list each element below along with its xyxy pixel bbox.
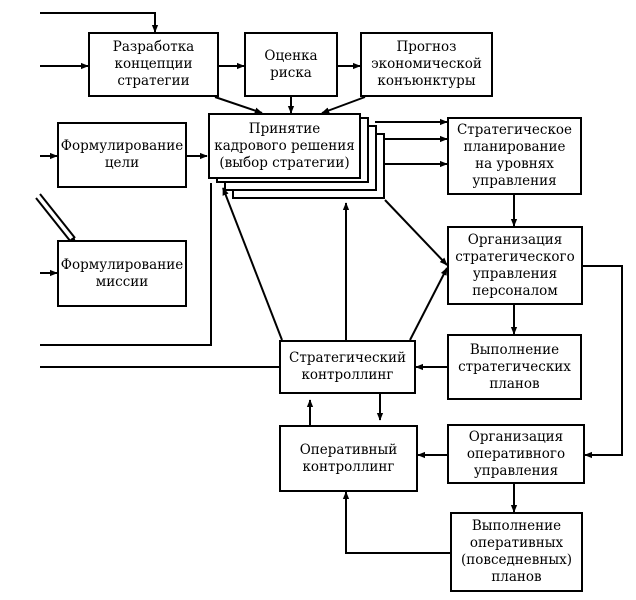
arrow-double-line-b [35, 197, 72, 243]
oper-control-label: Оперативный контроллинг [299, 441, 398, 475]
arrow-control-to-org-strategic [409, 267, 448, 341]
org-strategic-label: Организация стратегического управления п… [455, 231, 575, 299]
forecast-block: Прогноз экономической конъюнктуры [360, 32, 493, 97]
arrow-control-to-decision-left [222, 187, 283, 341]
exec-strategic-label: Выполнение стратегических планов [458, 341, 571, 392]
risk-block: Оценка риска [244, 32, 338, 97]
arrow-exec-operative-to-oper-control [342, 491, 450, 554]
mission-label: Формулирование миссии [60, 256, 184, 290]
exec-operative-block: Выполнение оперативных (повседневных) пл… [450, 512, 583, 592]
decision-block: Принятие кадрового решения (выбор страте… [208, 113, 361, 179]
goal-block: Формулирование цели [57, 122, 187, 188]
arrow-org-strategic-to-org-operative [583, 265, 623, 459]
arrow-forecast-to-decision [321, 96, 366, 114]
arrow-top-entry [40, 12, 159, 33]
mission-block: Формулирование миссии [57, 240, 187, 307]
planning-block: Стратегическое планирование на уровнях у… [447, 117, 582, 195]
strat-control-label: Стратегический контроллинг [289, 350, 406, 383]
org-operative-label: Организация оперативного управления [466, 428, 566, 479]
forecast-label: Прогноз экономической конъюнктуры [371, 39, 482, 89]
org-strategic-block: Организация стратегического управления п… [447, 226, 583, 305]
org-operative-block: Организация оперативного управления [447, 424, 585, 484]
arrow-concept-to-decision [214, 96, 263, 114]
exec-operative-label: Выполнение оперативных (повседневных) пл… [460, 518, 573, 585]
exec-strategic-block: Выполнение стратегических планов [447, 334, 582, 400]
concept-label: Разработка концепции стратегии [112, 39, 195, 89]
planning-label: Стратегическое планирование на уровнях у… [456, 122, 573, 189]
arrow-decision-to-org-strategic [384, 199, 448, 266]
strat-control-block: Стратегический контроллинг [279, 340, 416, 394]
concept-block: Разработка концепции стратегии [88, 32, 219, 97]
arrow-feedback-left [40, 183, 212, 346]
risk-label: Оценка риска [264, 47, 318, 81]
decision-label: Принятие кадрового решения (выбор страте… [214, 120, 355, 171]
goal-label: Формулирование цели [60, 138, 184, 171]
oper-control-block: Оперативный контроллинг [279, 425, 418, 492]
arrow-double-line-a [39, 193, 76, 239]
